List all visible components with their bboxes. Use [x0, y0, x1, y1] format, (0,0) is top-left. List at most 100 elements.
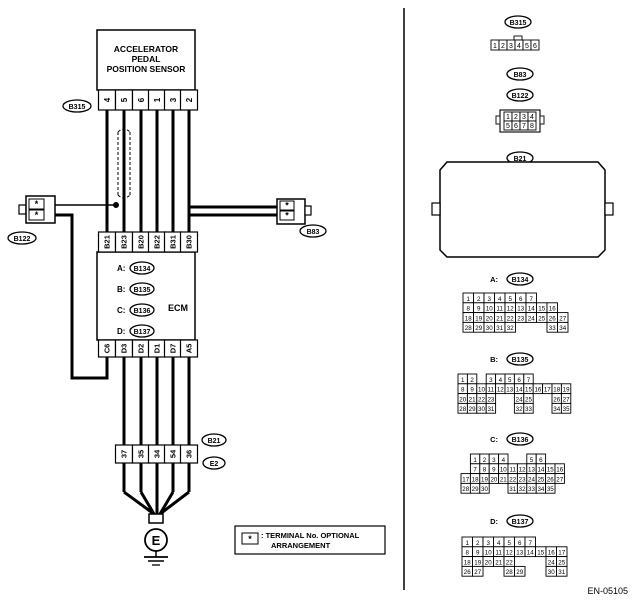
b137-pin-label: 8 [466, 550, 470, 557]
ground-label: E [152, 533, 161, 548]
b134-pin-label: 2 [477, 296, 481, 303]
b135-pin-label: 19 [563, 387, 570, 394]
ecm-bottom-pin-label: D2 [137, 344, 146, 354]
b136-pin-label: 14 [537, 467, 544, 474]
b136-pin-label: 3 [492, 457, 496, 464]
ecm-bottom-pin-label: D1 [153, 344, 162, 354]
b21-pin-cell [179, 444, 199, 464]
b135-pin-label: 24 [516, 396, 523, 403]
sensor-label-1: ACCELERATOR [114, 44, 178, 54]
b136-pin-label: 7 [473, 467, 477, 474]
ecm-bottom-pin-label: C6 [103, 344, 112, 354]
b135-pin-label: 7 [527, 377, 531, 384]
view-tag-b122-text: B122 [512, 93, 529, 100]
b135-pin-label: 18 [553, 387, 560, 394]
b136-pin-label: 1 [473, 457, 477, 464]
legend: * : TERMINAL No. OPTIONAL ARRANGEMENT [234, 525, 386, 555]
b134-pin-label: 34 [559, 325, 566, 332]
b135-pin-label: 2 [470, 377, 474, 384]
b136-pin-label: 9 [492, 467, 496, 474]
ecm-bottom-pin-label: D3 [120, 344, 129, 354]
b137-pin-label: 3 [487, 540, 491, 547]
connector-tag-b21-text: B21 [208, 438, 221, 445]
connector-tag-b122: B122 [7, 231, 37, 245]
b134-pin-label: 1 [467, 296, 471, 303]
b137-pin-label: 2 [476, 540, 480, 547]
view-tag-b136-text: B136 [512, 437, 529, 444]
b83-pin-label: 3 [522, 114, 526, 121]
b135-pin-label: 32 [516, 406, 523, 413]
b21-pin-label: 34 [153, 449, 162, 458]
ecm-ref-prefix: C: [117, 306, 125, 315]
b21-pin-label: 54 [169, 449, 178, 458]
b135-pin-label: 15 [525, 387, 532, 394]
b134-pin-label: 32 [507, 325, 514, 332]
b83-star-top: * [285, 201, 289, 211]
b134-pin-label: 23 [517, 315, 524, 322]
b136-pin-cell [554, 473, 565, 484]
b135-pin-label: 26 [553, 396, 560, 403]
b134-pin-label: 15 [538, 306, 545, 313]
b315-pin-label: 5 [525, 43, 529, 50]
b83-pin-label: 7 [522, 123, 526, 130]
b122-star-top: * [35, 199, 39, 209]
b137-pin-label: 15 [537, 550, 544, 557]
ecm-ref-tag [129, 282, 155, 296]
view-tag-b134 [506, 272, 534, 286]
b137-pin-label: 4 [497, 540, 501, 547]
b134-pin-label: 16 [549, 306, 556, 313]
ecm-ref-prefix: A: [117, 264, 125, 273]
ecm-ref-tag [129, 261, 155, 275]
b134-pin-label: 11 [497, 306, 504, 313]
b137-pin-label: 22 [506, 559, 513, 566]
b83-pin-label: 5 [506, 123, 510, 130]
ecm-top-pin-label: B20 [137, 235, 146, 249]
harness-wires [55, 110, 277, 516]
b136-pin-label: 28 [462, 486, 469, 493]
b134-pin-label: 31 [496, 325, 503, 332]
b137-pin-label: 9 [476, 550, 480, 557]
b136-pin-label: 15 [547, 467, 554, 474]
b137-pin-label: 7 [529, 540, 533, 547]
b315-pin-label: 1 [493, 43, 497, 50]
ecm-bottom-pin-cell [179, 339, 199, 358]
b136-pin-label: 20 [490, 476, 497, 483]
ecm-ref-prefix: B: [117, 285, 125, 294]
b137-pin-label: 10 [485, 550, 492, 557]
b136-pin-label: 10 [500, 467, 507, 474]
view-tag-b136-prefix: C: [490, 435, 498, 444]
b83-pin-cell [527, 120, 537, 131]
b134-pin-cell [557, 321, 569, 333]
b136-pin-cell [545, 482, 556, 494]
b134-pin-label: 13 [517, 306, 524, 313]
b134-pin-cell [504, 321, 516, 333]
view-tag-b136 [506, 432, 534, 446]
b137-pin-label: 13 [516, 550, 523, 557]
view-tag-b315 [504, 15, 532, 29]
ecm-ref-code: B135 [134, 287, 151, 294]
b134-pin-label: 3 [488, 296, 492, 303]
sensor-pin-label: 3 [169, 97, 178, 102]
b135-pin-label: 20 [459, 396, 466, 403]
connector-tag-e2-text: E2 [210, 461, 219, 468]
view-tag-b315-text: B315 [510, 20, 527, 27]
b135-pin-label: 27 [563, 396, 570, 403]
view-tag-b83-text: B83 [514, 72, 527, 79]
ecm-bottom-pin-label: A5 [185, 344, 194, 354]
b134-pin-label: 26 [549, 315, 556, 322]
b137-pin-label: 6 [518, 540, 522, 547]
ecm-ref-tag [129, 324, 155, 338]
b136-pin-label: 2 [483, 457, 487, 464]
b134-pin-label: 27 [559, 315, 566, 322]
b135-pin-label: 13 [506, 387, 513, 394]
b135-pin-label: 31 [487, 406, 494, 413]
b136-pin-label: 22 [509, 476, 516, 483]
b135-pin-label: 1 [461, 377, 465, 384]
b136-pin-label: 5 [530, 457, 534, 464]
b136-pin-label: 16 [556, 467, 563, 474]
b315-pin-label: 4 [517, 43, 521, 50]
ecm-ref-tag [129, 303, 155, 317]
